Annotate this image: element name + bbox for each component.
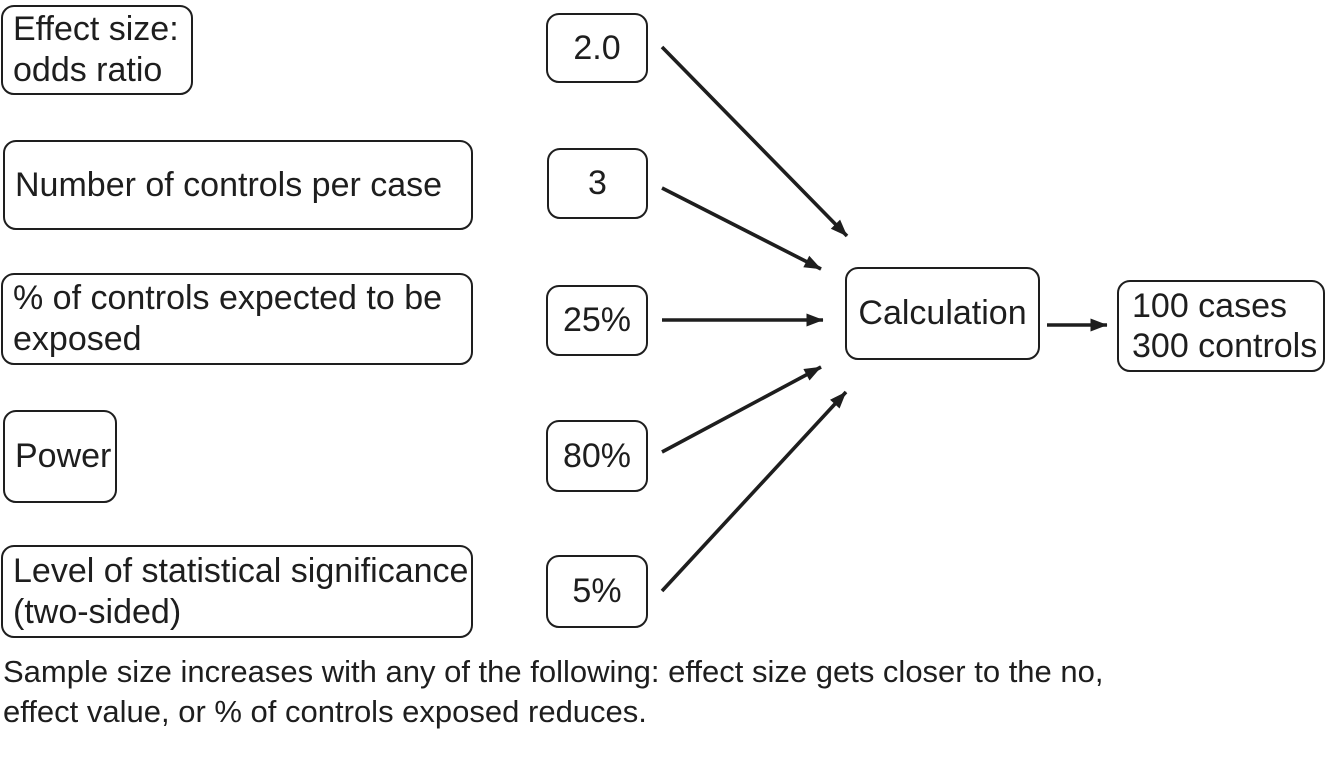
- input-label-power: Power: [3, 410, 117, 503]
- arrow-controls-per-case-to-calculation: [661, 186, 822, 271]
- input-value-power: 80%: [546, 420, 648, 492]
- calculation-node: Calculation: [845, 267, 1040, 360]
- input-label-controls-per-case: Number of controls per case: [3, 140, 473, 230]
- input-value-controls-per-case: 3: [547, 148, 648, 219]
- input-value-effect-size: 2.0: [546, 13, 648, 83]
- input-label-effect-size: Effect size: odds ratio: [1, 5, 193, 95]
- diagram-caption: Sample size increases with any of the fo…: [3, 654, 1104, 729]
- arrow-effect-size-to-calculation: [660, 45, 849, 238]
- input-label-significance-level: Level of statistical significance (two-s…: [1, 545, 473, 638]
- result-node: 100 cases 300 controls: [1117, 280, 1325, 372]
- arrow-power-to-calculation: [661, 365, 822, 454]
- arrow-significance-to-calculation: [660, 390, 848, 593]
- input-label-percent-controls-exposed: % of controls expected to be exposed: [1, 273, 473, 365]
- input-value-percent-controls-exposed: 25%: [546, 285, 648, 356]
- input-value-significance-level: 5%: [546, 555, 648, 628]
